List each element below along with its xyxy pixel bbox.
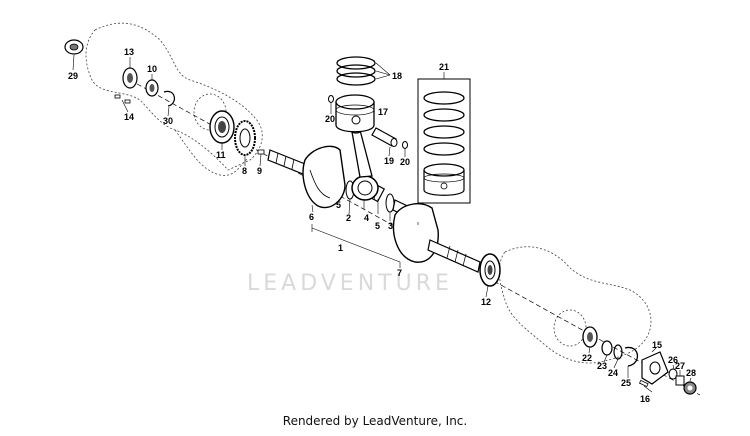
- right-crankcase-outline: [498, 246, 652, 364]
- part-20-circlip-left: [328, 95, 334, 103]
- left-crankcase-outline: [85, 22, 263, 171]
- part-30-circlip: [163, 90, 175, 107]
- callout-26: 26: [668, 355, 678, 365]
- part-29-oil-seal: [64, 39, 84, 55]
- part-17-piston: [335, 94, 375, 133]
- part-12-main-bearing: [479, 253, 501, 287]
- callout-8: 8: [242, 166, 247, 176]
- callout-15: 15: [652, 340, 662, 350]
- right-case-bore: [553, 309, 587, 347]
- left-crankcase-lower: [174, 129, 249, 176]
- watermark-text: LEADVENTURE: [247, 271, 453, 296]
- callout-14: 14: [124, 112, 134, 122]
- callout-4: 4: [364, 213, 369, 223]
- callout-21: 21: [439, 62, 449, 72]
- crankshaft-left-half: [267, 145, 346, 209]
- callout-9: 9: [257, 166, 262, 176]
- callout-23: 23: [597, 361, 607, 371]
- part-20-circlip-right: [402, 141, 408, 149]
- callout-5b: 5: [375, 221, 380, 231]
- callout-7: 7: [397, 268, 402, 278]
- callout-3: 3: [388, 221, 393, 231]
- callout-2: 2: [346, 213, 351, 223]
- part-10-bearing: [145, 79, 159, 97]
- part-28-nut: [683, 381, 697, 395]
- part-23-spacer: [601, 340, 613, 356]
- callout-29: 29: [68, 71, 78, 81]
- callout-30: 30: [163, 116, 173, 126]
- part-9-key: [257, 149, 265, 155]
- part-25-circlip: [624, 346, 639, 367]
- part-16-screw: [638, 379, 649, 388]
- callout-27: 27: [675, 361, 685, 371]
- part-26-washer: [668, 368, 678, 380]
- render-credit: Rendered by LeadVenture, Inc.: [282, 414, 468, 428]
- callout-5a: 5: [336, 200, 341, 210]
- callout-22: 22: [582, 353, 592, 363]
- callout-20b: 20: [400, 157, 410, 167]
- part-14-dowel-pins: [114, 94, 131, 104]
- callout-labels: 29 13 10 14 30 11 8 9 18 21 20 17 19 20 …: [68, 47, 696, 404]
- part-8-drive-gear: [234, 120, 256, 156]
- callout-1: 1: [338, 243, 343, 253]
- part-13-bearing: [122, 67, 138, 89]
- part-27-spacer: [675, 375, 685, 386]
- callout-19: 19: [384, 156, 394, 166]
- part-11-main-bearing: [209, 110, 235, 144]
- callout-16: 16: [640, 394, 650, 404]
- callout-28: 28: [686, 368, 696, 378]
- callout-20a: 20: [325, 114, 335, 124]
- callout-11: 11: [216, 150, 226, 160]
- callout-12: 12: [481, 297, 491, 307]
- part-18-piston-rings: [336, 56, 376, 86]
- callout-24: 24: [608, 368, 618, 378]
- part-21-piston-kit: [417, 78, 471, 204]
- part-15-bearing-plate: [641, 351, 669, 385]
- leader-lines: [72, 54, 692, 393]
- callout-10: 10: [147, 64, 157, 74]
- part-19-piston-pin: [371, 127, 398, 147]
- callout-17: 17: [378, 107, 388, 117]
- callout-25: 25: [621, 378, 631, 388]
- crankshaft-right-half: [392, 203, 481, 273]
- part-22-oil-seal: [582, 326, 598, 348]
- callout-6: 6: [309, 212, 314, 222]
- callout-13: 13: [124, 47, 134, 57]
- callout-18: 18: [392, 71, 402, 81]
